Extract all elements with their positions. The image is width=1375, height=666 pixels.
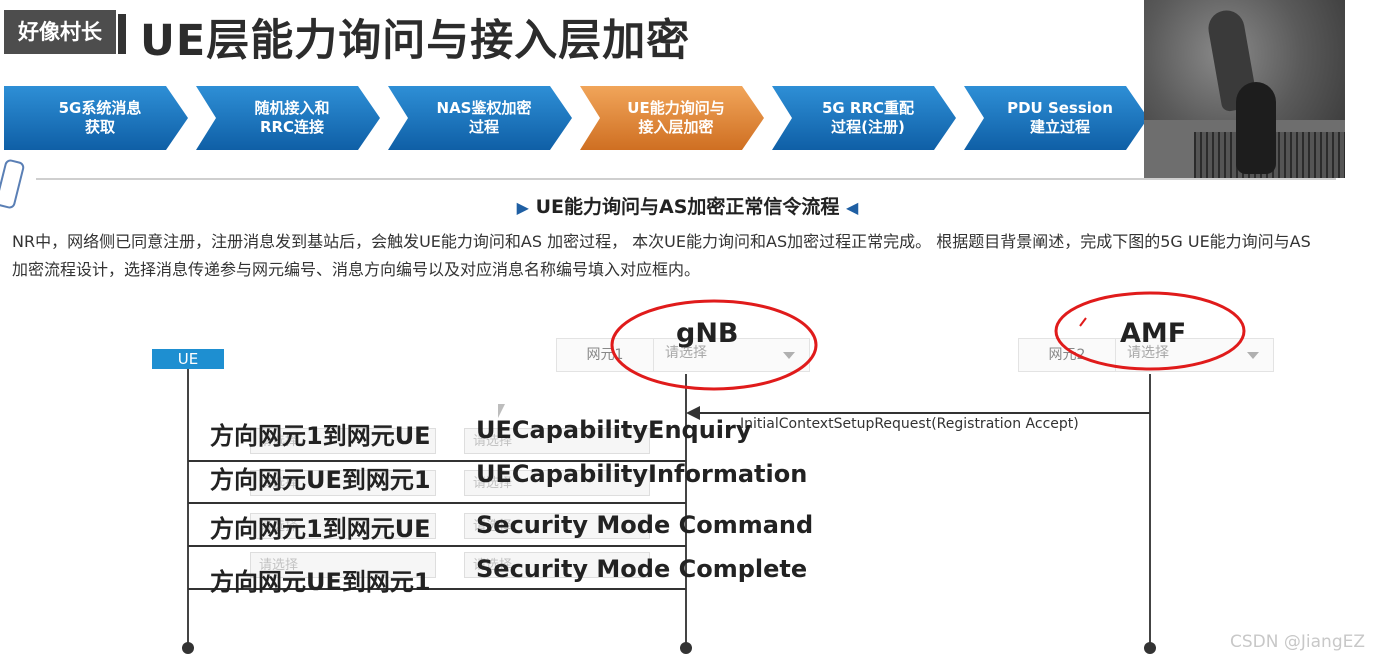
chevron-down-icon bbox=[1247, 352, 1259, 359]
ne2-label: 网元2 bbox=[1019, 339, 1116, 371]
step-rrc-reconfig[interactable]: 5G RRC重配 过程(注册) bbox=[772, 86, 956, 150]
chevron-down-icon bbox=[783, 352, 795, 359]
gnb-lifeline-end bbox=[680, 642, 692, 654]
divider bbox=[36, 178, 1336, 180]
amf-lifeline-end bbox=[1144, 642, 1156, 654]
title-accent-bar bbox=[118, 14, 126, 54]
step-label: 5G系统消息 获取 bbox=[25, 99, 175, 137]
ue-node: UE bbox=[152, 349, 224, 369]
watermark: CSDN @JiangEZ bbox=[1230, 632, 1365, 652]
message-answer-2: UECapabilityInformation bbox=[476, 460, 807, 488]
ne1-label: 网元1 bbox=[557, 339, 654, 371]
step-label: NAS鉴权加密 过程 bbox=[409, 99, 559, 137]
process-steps: 5G系统消息 获取 随机接入和 RRC连接 NAS鉴权加密 过程 UE能力询问与… bbox=[4, 86, 1144, 150]
amf-message-label: InitialContextSetupRequest(Registration … bbox=[740, 416, 1079, 432]
flow-title: ▶ UE能力询问与AS加密正常信令流程 ◀ bbox=[0, 192, 1375, 219]
step-ue-capability[interactable]: UE能力询问与 接入层加密 bbox=[580, 86, 764, 150]
triangle-left-icon: ◀ bbox=[846, 198, 858, 217]
amf-lifeline bbox=[1149, 374, 1151, 647]
message-answer-4: Security Mode Complete bbox=[476, 555, 807, 583]
message-answer-1: UECapabilityEnquiry bbox=[476, 416, 752, 444]
direction-answer-1: 方向网元1到网元UE bbox=[210, 416, 431, 451]
step-nas-auth[interactable]: NAS鉴权加密 过程 bbox=[388, 86, 572, 150]
cat-figure bbox=[1236, 82, 1276, 174]
step-label: PDU Session 建立过程 bbox=[985, 99, 1135, 137]
ue-lifeline-end bbox=[182, 642, 194, 654]
gnb-annotation: gNB bbox=[676, 318, 739, 349]
step-label: 5G RRC重配 过程(注册) bbox=[793, 99, 943, 137]
intro-text: NR中，网络侧已同意注册，注册消息发到基站后，会触发UE能力询问和AS 加密过程… bbox=[12, 228, 1322, 284]
amf-annotation: AMF bbox=[1120, 318, 1186, 349]
direction-answer-2: 方向网元UE到网元1 bbox=[210, 460, 431, 495]
flow-title-text: UE能力询问与AS加密正常信令流程 bbox=[536, 196, 840, 218]
step-random-access[interactable]: 随机接入和 RRC连接 bbox=[196, 86, 380, 150]
step-label: 随机接入和 RRC连接 bbox=[217, 99, 367, 137]
step-system-info[interactable]: 5G系统消息 获取 bbox=[4, 86, 188, 150]
amf-message-arrow bbox=[700, 412, 1150, 414]
triangle-right-icon: ▶ bbox=[517, 198, 529, 217]
slide-title: UE层能力询问与接入层加密 bbox=[140, 6, 690, 68]
direction-answer-3: 方向网元1到网元UE bbox=[210, 509, 431, 544]
step-label: UE能力询问与 接入层加密 bbox=[601, 99, 751, 137]
webcam-overlay bbox=[1144, 0, 1345, 178]
uploader-tag: 好像村长 bbox=[4, 10, 116, 54]
step-pdu-session[interactable]: PDU Session 建立过程 bbox=[964, 86, 1148, 150]
direction-answer-4: 方向网元UE到网元1 bbox=[210, 562, 431, 597]
message-answer-3: Security Mode Command bbox=[476, 511, 813, 539]
